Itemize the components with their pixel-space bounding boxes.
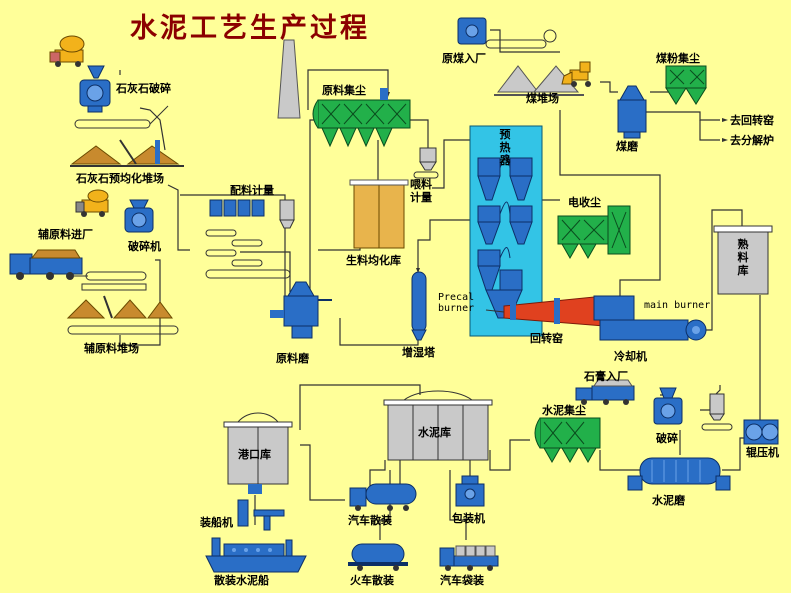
diagram-title: 水泥工艺生产过程 <box>130 13 370 44</box>
label-packer: 包装机 <box>452 512 485 525</box>
gypsum-crusher-icon <box>653 387 683 425</box>
label-cement-silo: 水泥库 <box>418 426 451 439</box>
chimney-icon <box>277 39 301 119</box>
label-rotary-kiln: 回转窑 <box>530 332 563 345</box>
raw-dust-collector-icon <box>312 88 411 148</box>
packer-icon <box>455 475 485 507</box>
label-feed-meter: 喂料计量 <box>410 178 432 204</box>
preheater-icon <box>469 125 543 337</box>
feed-meter-icon <box>413 147 439 179</box>
limestone-crusher-icon <box>79 65 111 113</box>
label-bulk-ship: 散装水泥船 <box>214 574 269 587</box>
coal-dust-collector-icon <box>665 65 707 105</box>
label-cooler: 冷却机 <box>614 350 647 363</box>
bulk-truck-icon <box>349 483 417 511</box>
loader-icon <box>561 61 591 87</box>
gypsum-silo-icon <box>701 393 733 431</box>
crusher-icon <box>124 199 154 233</box>
raw-mill-icon <box>270 281 332 339</box>
label-coal-mill: 煤磨 <box>616 140 638 153</box>
label-to-calciner: 去分解炉 <box>730 134 774 147</box>
humid-tower-icon <box>411 271 427 341</box>
label-port-silo: 港口库 <box>238 448 271 461</box>
train-car-icon <box>348 543 408 571</box>
ship-icon <box>205 537 307 573</box>
label-limestone-prehomog: 石灰石预均化堆场 <box>76 172 164 185</box>
label-coal-dust: 煤粉集尘 <box>656 52 700 65</box>
label-batching: 配料计量 <box>230 184 274 197</box>
roller-press-icon <box>743 419 779 445</box>
aux-conveyor <box>72 271 147 281</box>
aux-truck-top <box>75 189 109 217</box>
aux-stockpile <box>66 283 179 335</box>
limestone-prehomog-pile <box>70 139 184 167</box>
label-raw-dust: 原料集尘 <box>322 84 366 97</box>
label-preheater: 预热器 <box>499 128 511 167</box>
label-cement-dust: 水泥集尘 <box>542 404 586 417</box>
label-clinker-silo: 熟料库 <box>737 238 749 277</box>
gypsum-truck-icon <box>575 379 635 405</box>
limestone-conveyor <box>74 105 169 129</box>
batching-bins <box>205 199 295 279</box>
aux-truck-big <box>9 249 83 280</box>
label-limestone-crush: 石灰石破碎 <box>116 82 171 95</box>
label-roller-press: 辊压机 <box>746 446 779 459</box>
label-raw-mill: 原料磨 <box>276 352 309 365</box>
flow-lines <box>119 29 761 540</box>
coal-yard-piles <box>494 65 584 96</box>
label-crush: 破碎 <box>656 432 678 445</box>
label-truck-bulk: 汽车散装 <box>348 514 392 527</box>
label-ship-loader: 装船机 <box>200 516 233 529</box>
cement-silo-icon <box>383 390 493 461</box>
label-coal-in: 原煤入厂 <box>442 52 486 65</box>
cement-dust-collector-icon <box>534 417 601 464</box>
cement-mill-icon <box>627 457 731 491</box>
label-gypsum-in: 石膏入厂 <box>584 370 628 383</box>
label-raw-homo: 生料均化库 <box>346 254 401 267</box>
label-coal-yard: 煤堆场 <box>526 92 559 105</box>
ship-loader-icon <box>237 499 285 531</box>
label-main-burner: main burner <box>644 300 711 311</box>
label-truck-bag: 汽车袋装 <box>440 574 484 587</box>
label-to-kiln: 去回转窑 <box>730 114 774 127</box>
port-silo-icon <box>223 412 293 494</box>
label-crusher: 破碎机 <box>128 240 161 253</box>
concrete-truck-icon <box>49 35 85 67</box>
label-aux-yard: 辅原料堆场 <box>84 342 139 355</box>
label-cement-mill: 水泥磨 <box>652 494 685 507</box>
raw-homo-silo-icon <box>349 179 409 249</box>
label-precal-burner: Precal burner <box>438 292 475 314</box>
coal-crusher-icon <box>457 17 557 49</box>
cooler-icon <box>593 295 707 341</box>
clinker-silo-icon <box>713 225 773 295</box>
label-aux-in: 辅原料进厂 <box>38 228 93 241</box>
coal-mill-icon <box>617 85 647 139</box>
label-esp: 电收尘 <box>568 196 601 209</box>
esp-dust-collector-icon <box>557 205 631 260</box>
label-train-bulk: 火车散装 <box>350 574 394 587</box>
label-humid-tower: 增湿塔 <box>402 346 435 359</box>
bag-truck-icon <box>439 545 499 571</box>
